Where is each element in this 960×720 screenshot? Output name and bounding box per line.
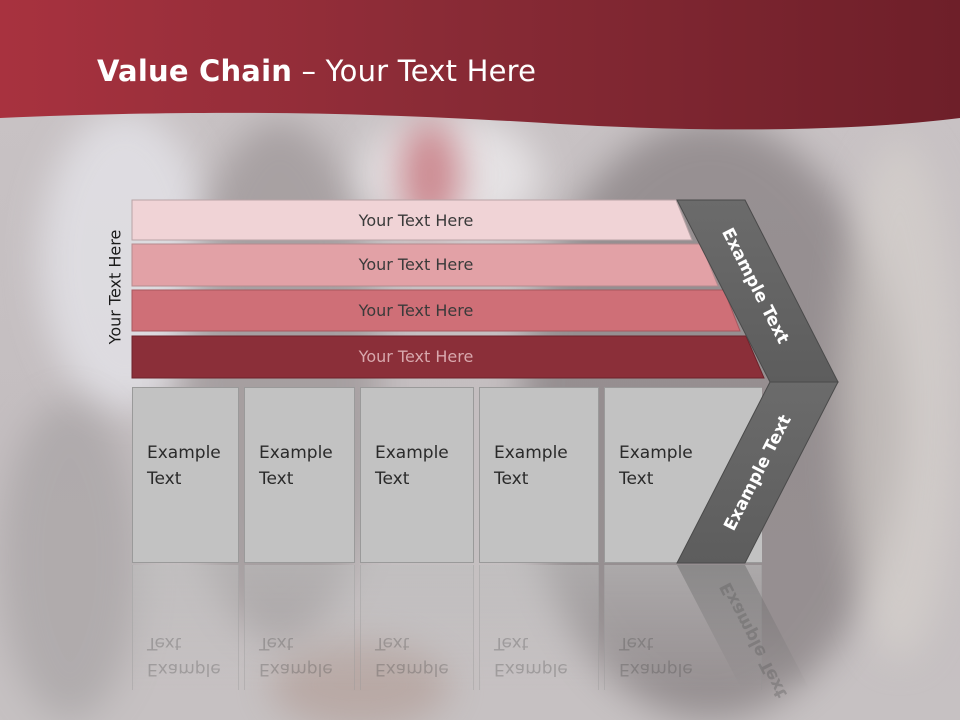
activity-box-4[interactable]: Example Text: [479, 387, 599, 563]
bar-2-label: Your Text Here: [358, 254, 474, 274]
bar-4-shape: [131, 335, 765, 379]
activity-box-4-label: Example Text: [494, 443, 568, 489]
title-bold: Value Chain: [97, 54, 293, 88]
activity-box-2[interactable]: Example Text: [244, 387, 355, 563]
chevron-lower-arm: [676, 381, 839, 564]
slide-title: Value Chain – Your Text Here: [97, 54, 536, 88]
activity-box-3[interactable]: Example Text: [360, 387, 474, 563]
activity-box-5-label: Example Text: [619, 443, 693, 489]
bar-1-label: Your Text Here: [358, 210, 474, 230]
reflection-box-3: Example Text: [360, 565, 474, 690]
bar-1-shape: [131, 199, 693, 241]
reflection-box-1: Example Text: [132, 565, 239, 690]
bar-4-label: Your Text Here: [358, 346, 474, 366]
activity-box-2-label: Example Text: [259, 443, 333, 489]
title-rest: – Your Text Here: [292, 54, 537, 88]
reflection-box-4: Example Text: [479, 565, 599, 690]
chevron-reflection: [677, 565, 810, 690]
activity-box-1-label: Example Text: [147, 443, 221, 489]
bar-3-shape: [131, 289, 741, 332]
bar-2-shape: [131, 243, 719, 287]
activity-box-1[interactable]: Example Text: [132, 387, 239, 563]
header-band: [0, 0, 960, 130]
bar-3-label: Your Text Here: [358, 300, 474, 320]
activity-box-3-label: Example Text: [375, 443, 449, 489]
reflection-box-2: Example Text: [244, 565, 355, 690]
